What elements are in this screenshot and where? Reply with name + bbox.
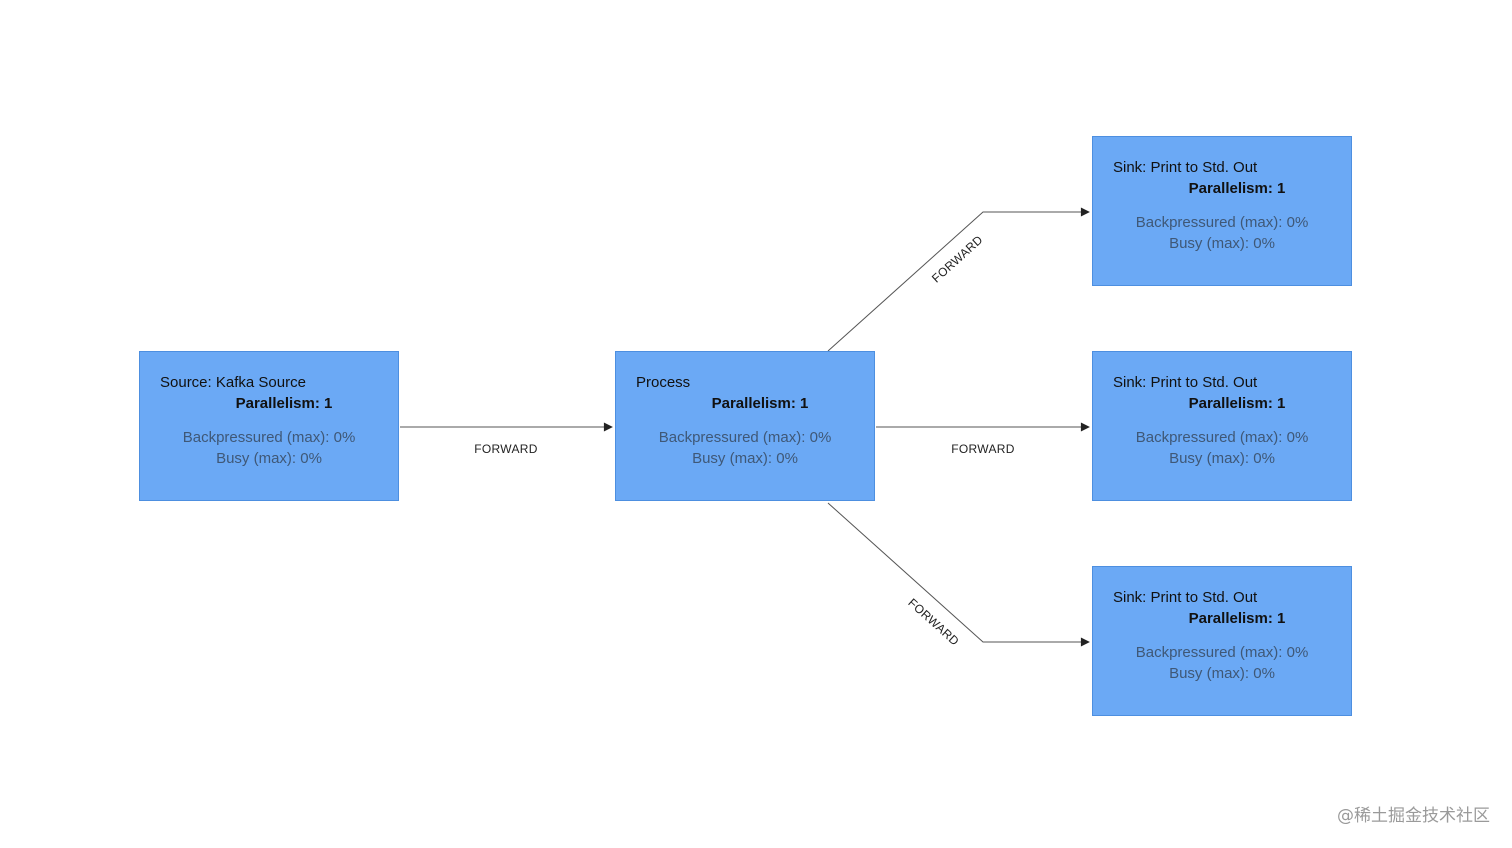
node-title: Sink: Print to Std. Out	[1113, 589, 1258, 606]
node-parallelism: Parallelism: 1	[235, 395, 333, 412]
node-busy: Busy (max): 0%	[1169, 665, 1275, 682]
node-busy: Busy (max): 0%	[1169, 450, 1275, 467]
edge-label-source-process: FORWARD	[474, 442, 537, 456]
node-busy: Busy (max): 0%	[692, 450, 798, 467]
node-process[interactable]: Process Parallelism: 1 Backpressured (ma…	[615, 351, 875, 501]
edge-process-to-sink-2[interactable]: FORWARD	[876, 422, 1090, 456]
node-sink-1[interactable]: Sink: Print to Std. Out Parallelism: 1 B…	[1092, 136, 1352, 286]
node-backpressured: Backpressured (max): 0%	[1135, 429, 1309, 446]
node-backpressured: Backpressured (max): 0%	[658, 429, 832, 446]
node-title: Sink: Print to Std. Out	[1113, 374, 1258, 391]
node-parallelism: Parallelism: 1	[711, 395, 809, 412]
node-title: Source: Kafka Source	[160, 374, 306, 391]
node-busy: Busy (max): 0%	[1169, 235, 1275, 252]
node-sink-2[interactable]: Sink: Print to Std. Out Parallelism: 1 B…	[1092, 351, 1352, 501]
node-parallelism-row: Parallelism: 1	[140, 395, 398, 412]
node-backpressured: Backpressured (max): 0%	[1135, 214, 1309, 231]
edge-source-to-process[interactable]: FORWARD	[400, 422, 613, 456]
edge-process-to-sink-1[interactable]: FORWARD	[827, 207, 1090, 352]
edge-label-process-sink-2: FORWARD	[951, 442, 1014, 456]
node-backpressured: Backpressured (max): 0%	[182, 429, 356, 446]
edge-process-to-sink-3[interactable]: FORWARD	[827, 502, 1090, 649]
node-parallelism-row: Parallelism: 1	[616, 395, 874, 412]
node-parallelism: Parallelism: 1	[1188, 610, 1286, 627]
node-title: Sink: Print to Std. Out	[1113, 159, 1258, 176]
node-parallelism-row: Parallelism: 1	[1093, 180, 1351, 197]
watermark: @稀土掘金技术社区	[1337, 806, 1490, 826]
node-backpressured: Backpressured (max): 0%	[1135, 644, 1309, 661]
edge-label-process-sink-3: FORWARD	[905, 596, 962, 649]
node-parallelism: Parallelism: 1	[1188, 395, 1286, 412]
node-sink-3[interactable]: Sink: Print to Std. Out Parallelism: 1 B…	[1092, 566, 1352, 716]
node-busy: Busy (max): 0%	[216, 450, 322, 467]
node-parallelism-row: Parallelism: 1	[1093, 395, 1351, 412]
node-title: Process	[636, 374, 691, 391]
node-parallelism: Parallelism: 1	[1188, 180, 1286, 197]
node-source-kafka[interactable]: Source: Kafka Source Parallelism: 1 Back…	[139, 351, 399, 501]
node-parallelism-row: Parallelism: 1	[1093, 610, 1351, 627]
edge-label-process-sink-1: FORWARD	[929, 233, 986, 286]
